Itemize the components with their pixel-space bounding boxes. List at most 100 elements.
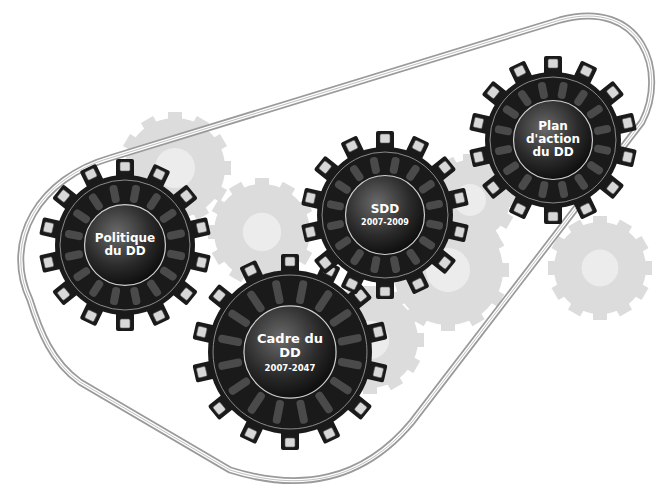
gear-label: SDD2007-2009 bbox=[352, 203, 418, 228]
gear-slot bbox=[537, 81, 548, 99]
gear-slot bbox=[329, 376, 353, 396]
gear-tooth-cap bbox=[438, 161, 451, 174]
gear-slot bbox=[405, 248, 421, 267]
gear-slot bbox=[349, 164, 365, 183]
gear-tooth-cap bbox=[213, 402, 226, 415]
gear-tooth-cap bbox=[57, 287, 70, 300]
gear-tooth-cap bbox=[43, 257, 54, 269]
gear-slot bbox=[425, 199, 443, 210]
gear-title: Plan d'action du DD bbox=[522, 120, 584, 160]
ghost-body bbox=[214, 184, 310, 280]
gear-slot bbox=[586, 104, 605, 120]
gear-tooth-cap bbox=[373, 366, 384, 378]
gear-tooth-cap bbox=[305, 192, 316, 204]
gear-body bbox=[208, 270, 372, 434]
gear-tooth-cap bbox=[473, 151, 484, 163]
gear-slot bbox=[538, 180, 549, 198]
gear-tooth-cap bbox=[84, 168, 97, 180]
gear-slot bbox=[72, 208, 91, 225]
gear-slot bbox=[418, 179, 437, 195]
gear-slot bbox=[130, 286, 141, 305]
gear-tooth-cap bbox=[120, 162, 130, 171]
gear-years: 2007-2047 bbox=[253, 363, 327, 372]
gear-slot bbox=[72, 266, 91, 283]
gear-tooth-cap bbox=[412, 278, 425, 290]
gear-node: SDD2007-2009 bbox=[299, 129, 471, 301]
gear-slot bbox=[573, 173, 589, 192]
gear-label: Plan d'action du DD bbox=[522, 120, 584, 160]
gear-body bbox=[317, 147, 453, 283]
gear-tooth-cap bbox=[487, 181, 500, 194]
gear-tooth-cap bbox=[513, 65, 526, 77]
gear-slot bbox=[227, 376, 251, 396]
gear-tooth-cap bbox=[345, 278, 358, 290]
gear-tooth-cap bbox=[244, 427, 257, 439]
gear-tooth-cap bbox=[305, 226, 316, 238]
gear-years: 2007-2009 bbox=[352, 219, 418, 228]
gear-slot bbox=[146, 278, 163, 297]
gear-slot bbox=[296, 399, 309, 424]
band-outer bbox=[21, 16, 652, 481]
band-inner bbox=[21, 16, 652, 481]
gear-slot bbox=[502, 160, 521, 176]
gear-slot bbox=[129, 184, 140, 203]
gear-slot bbox=[328, 308, 352, 328]
gear-tooth-cap bbox=[285, 257, 295, 266]
gear-tooth-cap bbox=[580, 65, 593, 77]
gear-tooth-cap bbox=[373, 326, 384, 338]
gear-tooth-cap bbox=[196, 326, 207, 338]
gear-rim bbox=[322, 152, 448, 278]
gear-slot bbox=[314, 289, 334, 313]
gear-hub bbox=[85, 205, 166, 286]
gear-slot bbox=[227, 308, 251, 328]
gear-slot bbox=[334, 235, 353, 251]
gear-tooth-cap bbox=[196, 366, 207, 378]
gear-slot bbox=[425, 219, 443, 230]
gear-tooth-cap bbox=[196, 222, 207, 234]
gear-rim bbox=[60, 180, 190, 310]
gear-tooth-cap bbox=[180, 189, 193, 202]
gear-tooth-cap bbox=[380, 287, 390, 296]
gear-slot bbox=[494, 125, 512, 136]
gear-tooth-cap bbox=[43, 222, 54, 234]
gear-slot bbox=[586, 160, 605, 176]
gear-tooth-cap bbox=[380, 134, 390, 143]
gear-slot bbox=[418, 235, 437, 251]
gear-slot bbox=[369, 156, 380, 174]
gear-tooth-cap bbox=[513, 203, 526, 215]
gear-tooth-cap bbox=[580, 203, 593, 215]
gear-tooth-cap bbox=[345, 140, 358, 152]
ghost-hub bbox=[582, 250, 619, 287]
gear-tooth-cap bbox=[196, 257, 207, 269]
gear-slot bbox=[246, 391, 266, 415]
gear-slot bbox=[272, 399, 284, 424]
gear-slot bbox=[166, 249, 185, 260]
gear-rim bbox=[490, 77, 616, 203]
gear-slot bbox=[337, 334, 362, 347]
gear-slot bbox=[370, 255, 381, 273]
gear-body bbox=[485, 72, 621, 208]
gear-node: Plan d'action du DD bbox=[467, 54, 639, 226]
enclosing-band bbox=[21, 16, 652, 481]
gear-slot bbox=[389, 255, 400, 273]
gear-slot bbox=[218, 334, 243, 346]
gear-slot bbox=[64, 229, 83, 240]
gear-slot bbox=[246, 289, 266, 313]
gear-tooth-cap bbox=[622, 117, 633, 129]
gear-slot bbox=[405, 164, 421, 183]
gear-tooth-cap bbox=[473, 117, 484, 129]
gear-tooth-cap bbox=[153, 310, 166, 322]
gear-label: Politique du DD bbox=[92, 232, 158, 258]
gear-tooth-cap bbox=[120, 319, 130, 328]
gear-body bbox=[55, 175, 195, 315]
gear-tooth-cap bbox=[285, 438, 295, 447]
gear-slot bbox=[573, 89, 589, 108]
gear-slot bbox=[88, 192, 105, 211]
gear-tooth-cap bbox=[84, 310, 97, 322]
gear-slot bbox=[517, 173, 533, 192]
gear-slot bbox=[557, 81, 568, 99]
band-center-line bbox=[21, 16, 652, 481]
gear-slot bbox=[334, 179, 353, 195]
ghost-gear bbox=[208, 178, 316, 286]
